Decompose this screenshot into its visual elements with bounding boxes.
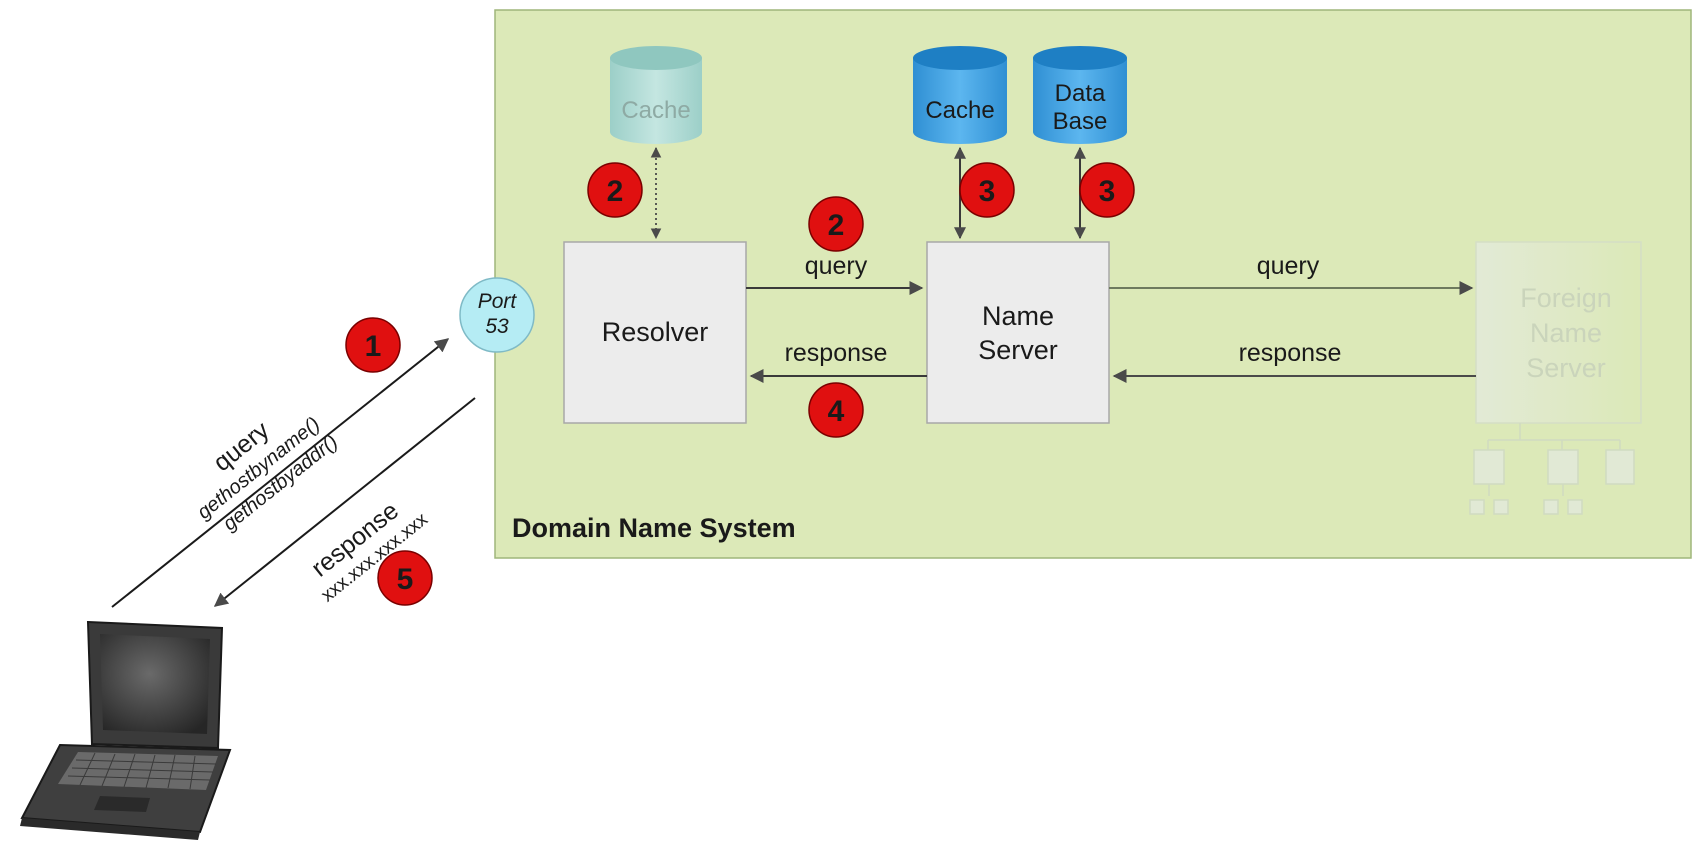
step-marker-1: 1 <box>345 317 401 373</box>
step-marker-3-cache: 3 <box>959 162 1015 218</box>
ns-cache-label: Cache <box>925 97 994 124</box>
resolver-label: Resolver <box>602 317 709 347</box>
foreign-query-label: query <box>1257 252 1320 280</box>
name-server-label-line1: Name <box>982 301 1054 331</box>
step-marker-3-database: 3 <box>1079 162 1135 218</box>
step-marker-2-cache: 2 <box>587 162 643 218</box>
foreign-name-server: Foreign Name Server <box>1469 241 1642 515</box>
foreign-name-server-box <box>1475 241 1642 424</box>
foreign-server-label-line1: Foreign <box>1520 283 1612 313</box>
svg-text:2: 2 <box>607 175 624 208</box>
ns-database-cylinder: Data Base <box>1033 46 1127 144</box>
step-marker-4: 4 <box>808 382 864 438</box>
ns-database-label-line1: Data <box>1055 80 1106 107</box>
client-response-arrow <box>213 397 476 607</box>
port-label-line1: Port <box>478 290 518 313</box>
port-53-circle: Port 53 <box>459 277 535 353</box>
step-marker-2-query: 2 <box>808 196 864 252</box>
foreign-server-label-line3: Server <box>1526 353 1606 383</box>
port-label-line2: 53 <box>485 315 509 338</box>
resolver-cache-cylinder: Cache <box>610 46 702 144</box>
resolver-cache-label: Cache <box>621 97 690 124</box>
svg-text:2: 2 <box>828 209 845 242</box>
svg-text:3: 3 <box>979 175 996 208</box>
name-server-box <box>926 241 1110 424</box>
svg-text:3: 3 <box>1099 175 1116 208</box>
svg-text:5: 5 <box>397 563 414 596</box>
svg-text:1: 1 <box>365 330 382 363</box>
foreign-server-label-line2: Name <box>1530 318 1602 348</box>
laptop-icon <box>20 620 232 840</box>
ns-cache-cylinder: Cache <box>913 46 1007 144</box>
ns-database-label-line2: Base <box>1053 108 1108 135</box>
resolver-response-label: response <box>785 339 888 367</box>
foreign-hierarchy-tree <box>1469 423 1635 515</box>
resolver-box <box>563 241 747 424</box>
dns-panel-label: Domain Name System <box>512 513 796 543</box>
client-query-arrow <box>111 338 450 608</box>
svg-text:4: 4 <box>828 395 845 428</box>
name-server-label-line2: Server <box>978 335 1058 365</box>
step-marker-5: 5 <box>377 550 433 606</box>
foreign-response-label: response <box>1239 339 1342 367</box>
resolver-query-label: query <box>805 252 868 280</box>
